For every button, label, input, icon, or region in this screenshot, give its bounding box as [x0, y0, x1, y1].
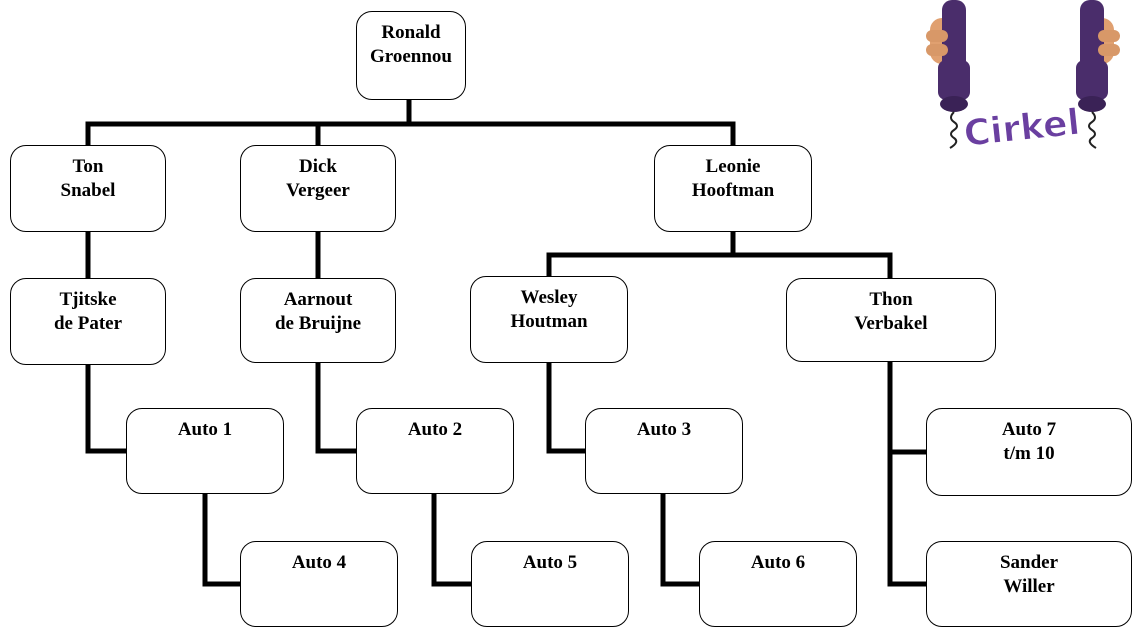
coiled-cord-icon [1088, 111, 1097, 149]
node-sander-line1: Sander [999, 552, 1059, 573]
node-ton-snabel: Ton Snabel [10, 145, 166, 232]
coiled-cord-icon [949, 111, 958, 149]
node-auto5-line1: Auto 5 [522, 552, 578, 573]
node-leonie-line1: Leonie [705, 156, 761, 177]
node-dick-line2: Vergeer [286, 180, 350, 201]
node-wesley-houtman: Wesley Houtman [470, 276, 628, 363]
node-leonie-hooftman: Leonie Hooftman [654, 145, 812, 232]
node-tjitske-line1: Tjitske [59, 289, 117, 310]
node-wesley-line2: Houtman [510, 311, 588, 332]
node-sander-willer: Sander Willer [926, 541, 1132, 627]
node-auto-5: Auto 5 [471, 541, 629, 627]
logo-text: Cirkel [962, 102, 1082, 155]
connector-tjitske-auto1 [85, 362, 129, 454]
connector-auto2-auto5 [431, 490, 474, 587]
node-dick-line1: Dick [299, 156, 337, 177]
node-ronald-groennou: Ronald Groennou [356, 11, 466, 100]
node-sander-line2: Willer [1003, 576, 1055, 597]
telephone-handset-icon [926, 0, 970, 112]
node-auto-1: Auto 1 [126, 408, 284, 494]
node-auto-6: Auto 6 [699, 541, 857, 627]
node-wesley-line1: Wesley [520, 287, 578, 308]
connector-wesley-auto3 [546, 360, 588, 454]
node-thon-verbakel: Thon Verbakel [786, 278, 996, 362]
node-auto7-line1: Auto 7 [1001, 419, 1057, 440]
node-dick-vergeer: Dick Vergeer [240, 145, 396, 232]
node-auto7-line2: t/m 10 [1003, 443, 1055, 464]
node-thon-line1: Thon [869, 289, 913, 310]
connector-thon-branch [887, 359, 929, 587]
node-auto-3: Auto 3 [585, 408, 743, 494]
node-auto4-line1: Auto 4 [291, 552, 347, 573]
node-ronald-line2: Groennou [369, 46, 452, 67]
node-auto6-line1: Auto 6 [750, 552, 806, 573]
connector-auto1-auto4 [202, 490, 243, 587]
node-ton-line1: Ton [72, 156, 104, 177]
node-tjitske-line2: de Pater [53, 313, 123, 334]
node-auto3-line1: Auto 3 [636, 419, 692, 440]
node-aarnout-line2: de Bruijne [274, 313, 362, 334]
node-thon-line2: Verbakel [854, 313, 928, 334]
connector-aarnout-auto2 [315, 360, 359, 454]
telephone-handset-icon [1076, 0, 1120, 112]
node-aarnout-de-bruijne: Aarnout de Bruijne [240, 278, 396, 363]
node-ronald-line1: Ronald [381, 22, 441, 43]
node-auto-2: Auto 2 [356, 408, 514, 494]
node-auto2-line1: Auto 2 [407, 419, 463, 440]
node-leonie-line2: Hooftman [691, 180, 775, 201]
node-tjitske-de-pater: Tjitske de Pater [10, 278, 166, 365]
node-aarnout-line1: Aarnout [283, 289, 353, 310]
cirkel-logo: Cirkel [926, 0, 1120, 155]
node-auto-4: Auto 4 [240, 541, 398, 627]
node-auto1-line1: Auto 1 [177, 419, 233, 440]
node-ton-line2: Snabel [60, 180, 116, 201]
node-auto-7-tm-10: Auto 7 t/m 10 [926, 408, 1132, 496]
connector-auto3-auto6 [660, 490, 702, 587]
